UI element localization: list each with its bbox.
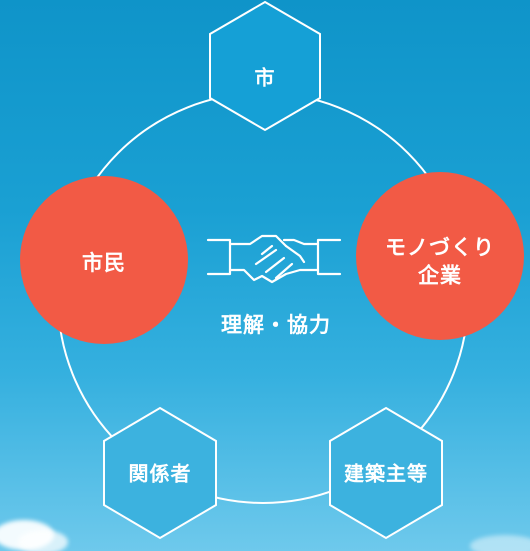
node-label-city: 市 bbox=[254, 65, 276, 90]
node-label-building-owners: 建築主等 bbox=[344, 461, 428, 486]
hexagon-bottom-left bbox=[103, 406, 217, 540]
circle-left bbox=[20, 176, 188, 344]
node-label-citizens: 市民 bbox=[82, 250, 126, 275]
node-label-stakeholders: 関係者 bbox=[128, 461, 192, 486]
center-caption: 理解・協力 bbox=[221, 312, 331, 337]
cloud-decoration bbox=[18, 530, 68, 551]
hexagon-top bbox=[209, 0, 321, 132]
node-label-manufacturers-line2: 企業 bbox=[418, 264, 462, 288]
cloud-decoration bbox=[470, 535, 530, 551]
node-label-manufacturers-line1: モノづくり bbox=[385, 235, 495, 260]
handshake-icon bbox=[206, 234, 342, 284]
hexagon-bottom-right bbox=[329, 406, 443, 540]
node-label-manufacturers: モノづくり 企業 bbox=[385, 234, 495, 291]
circle-right bbox=[356, 172, 524, 340]
